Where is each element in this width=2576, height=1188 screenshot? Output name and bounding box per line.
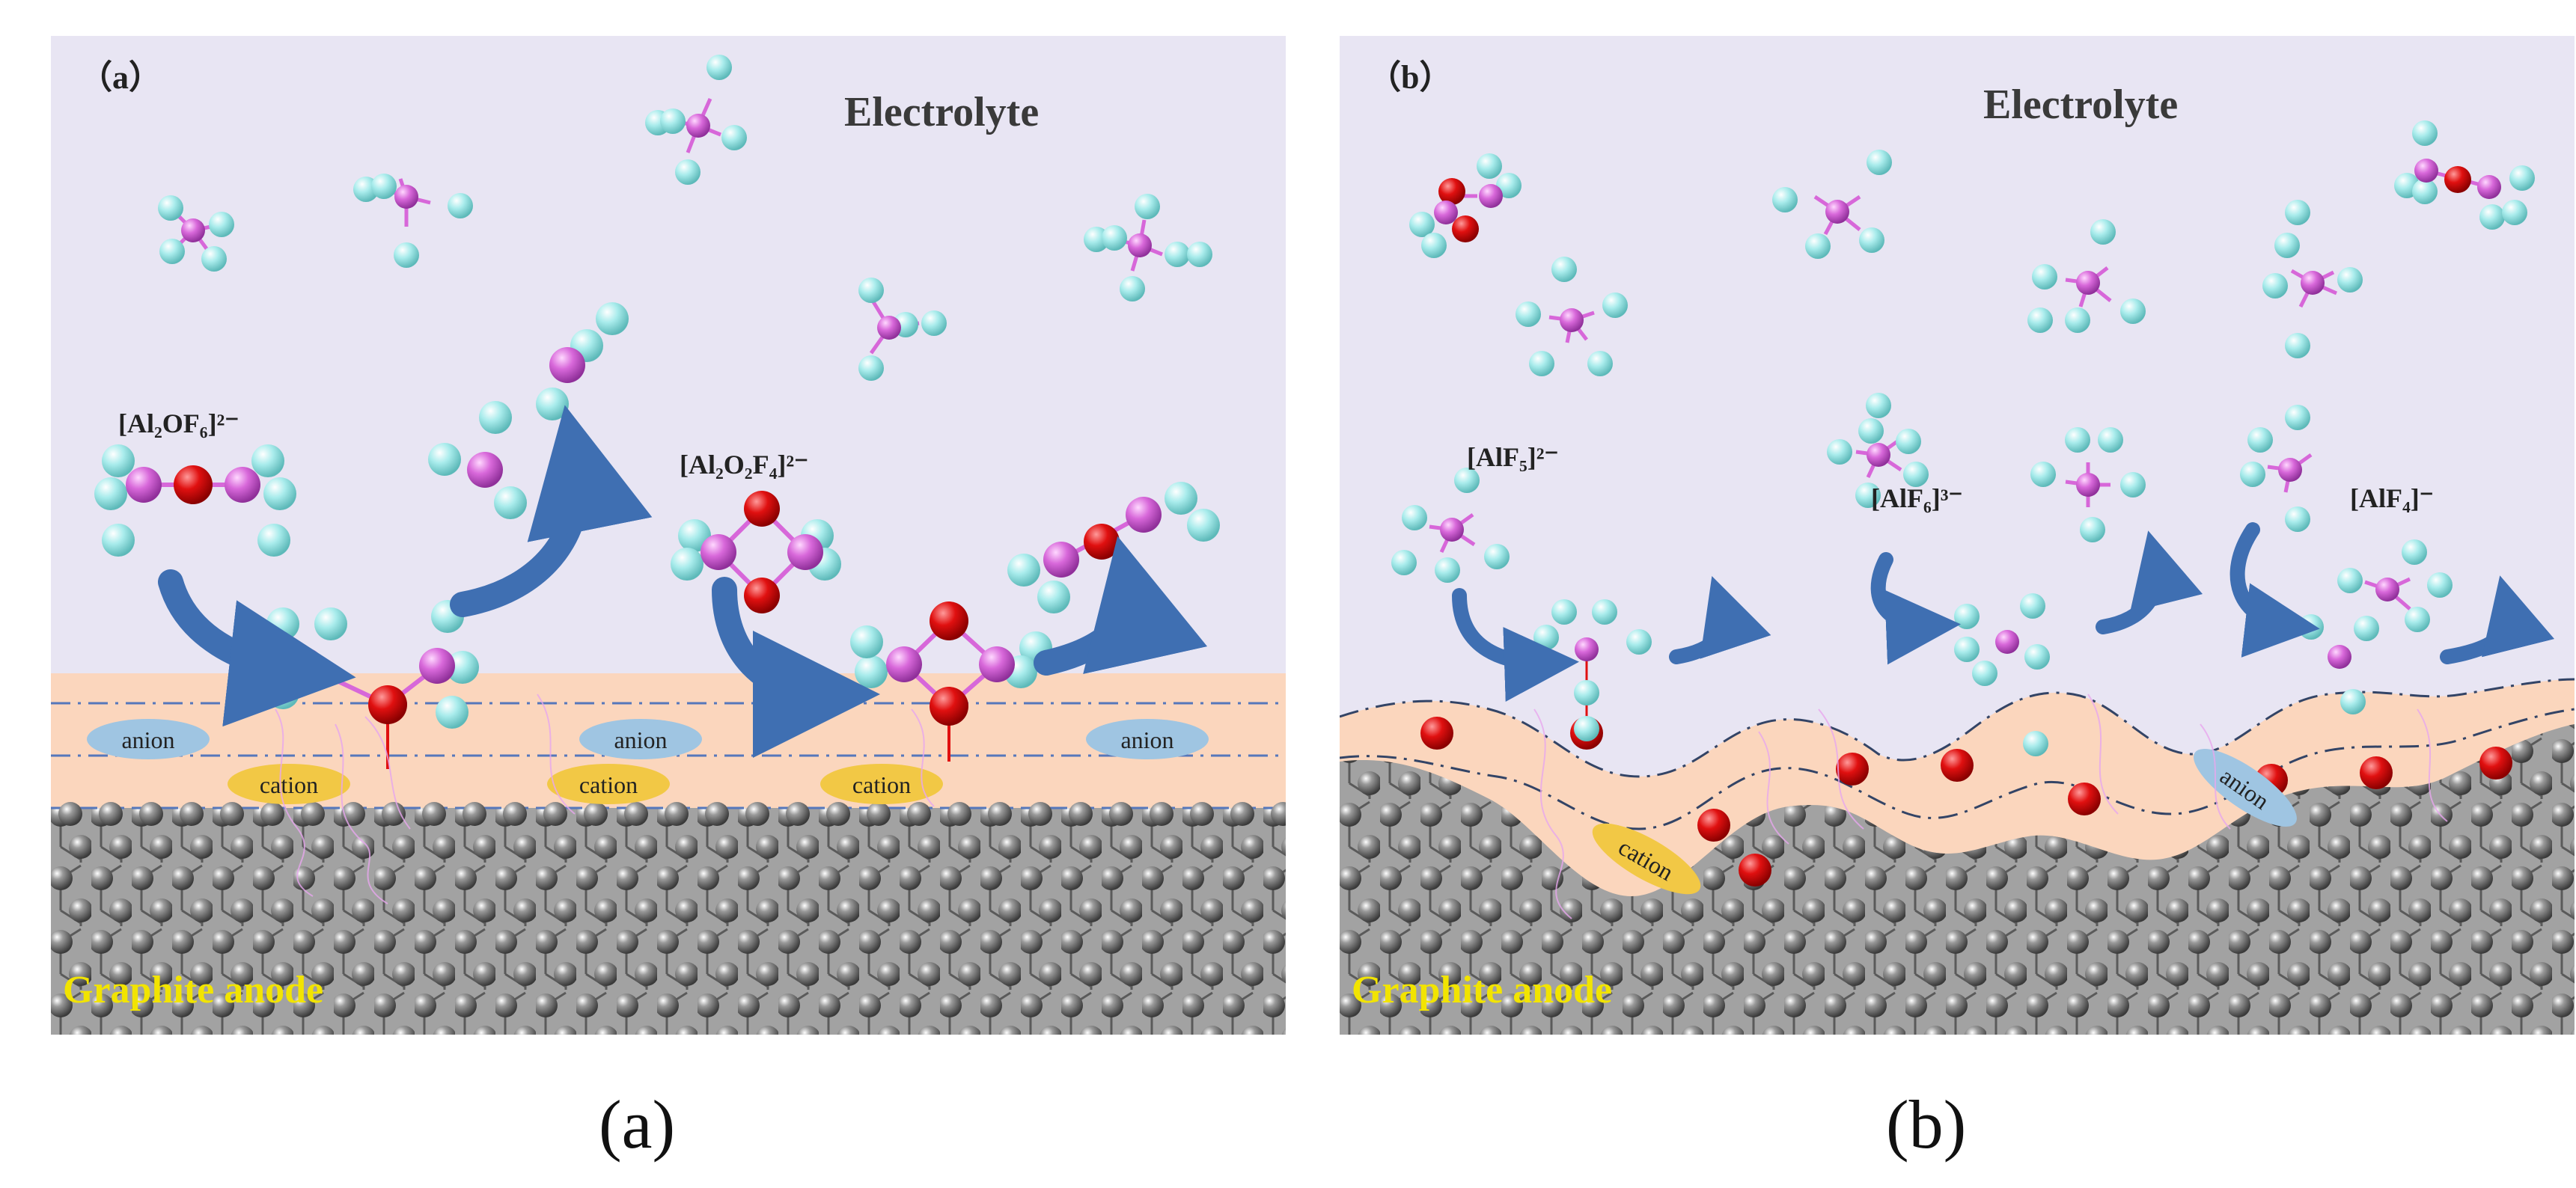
panel-tag: （b） (1368, 59, 1452, 96)
carbon-atom (1230, 802, 1254, 826)
graphite-anode-label: Graphite anode (63, 969, 323, 1011)
carbon-atom (139, 802, 163, 826)
desorption-arrow (2096, 530, 2203, 634)
cation-ellipse: cation (820, 764, 943, 804)
carbon-atom (220, 802, 244, 826)
complex-label-alf4: [AlF₄]⁻ (2350, 483, 2434, 513)
adsorption-arrow (2229, 522, 2320, 658)
carbon-atom (382, 802, 406, 826)
panel-b-diagram: anion cation (1340, 36, 2575, 1035)
alf4-molecule (2337, 539, 2453, 632)
anion-ellipse: anion (1086, 719, 1209, 759)
svg-text:cation: cation (260, 771, 318, 798)
carbon-atom (180, 802, 204, 826)
alf4-molecule (1516, 257, 1628, 376)
carbon-atom (99, 802, 123, 826)
carbon-surface-row (58, 802, 1286, 826)
electron-trails (275, 693, 935, 904)
panel-a-diagram: anion anion anion cation cation cation (51, 36, 1286, 1035)
cation-ellipse: cation (547, 764, 670, 804)
alf5-molecule (1391, 468, 1510, 583)
alf6-molecule (1827, 393, 1929, 508)
desorption-arrow (1669, 576, 1771, 664)
desorption-arrow (2440, 575, 2555, 664)
panel-a: anion anion anion cation cation cation (51, 36, 1286, 1035)
complex-label-al2of6: [Al₂OF₆]²⁻ (118, 408, 239, 438)
carbon-atom (947, 802, 971, 826)
electron-trails (1533, 693, 2448, 919)
svg-text:cation: cation (579, 771, 638, 798)
carbon-atom (260, 802, 284, 826)
electrolyte-label: Electrolyte (844, 89, 1039, 135)
svg-text:anion: anion (1120, 726, 1173, 753)
complex-label-alf6: [AlF₆]³⁻ (1871, 483, 1963, 513)
caption-b: (b) (1886, 1086, 1967, 1163)
al2of6-molecule (94, 444, 296, 557)
carbon-atom (907, 802, 931, 826)
svg-text:anion: anion (121, 726, 174, 753)
carbon-atom (745, 802, 769, 826)
carbon-atom (1271, 802, 1286, 826)
svg-text:cation: cation (852, 771, 911, 798)
carbon-atom (341, 802, 365, 826)
alf4-molecule (2240, 405, 2313, 532)
adsorption-arrow (1452, 588, 1579, 702)
carbon-atom (58, 802, 82, 826)
panel-tag: （a） (79, 59, 162, 96)
electrolyte-label: Electrolyte (1983, 82, 2178, 128)
alf4-molecule (2027, 219, 2146, 333)
dashed-boundary-upper (1340, 678, 2575, 778)
carbon-atom (1028, 802, 1052, 826)
carbon-atom (786, 802, 810, 826)
carbon-atom (463, 802, 486, 826)
caption-a: (a) (599, 1086, 676, 1163)
carbon-atom (584, 802, 608, 826)
carbon-atom (301, 802, 325, 826)
svg-text:anion: anion (614, 726, 667, 753)
carbon-atom (624, 802, 648, 826)
adsorption-arrow (712, 577, 880, 758)
carbon-atom (422, 802, 446, 826)
carbon-atom (988, 802, 1012, 826)
alf4-molecule (1084, 194, 1212, 301)
al2of4-molecule (1007, 482, 1220, 613)
alf4-molecule (158, 195, 234, 272)
al2o2f4-molecule (671, 491, 841, 613)
alf4-molecule (2262, 200, 2363, 358)
carbon-atom (1069, 802, 1093, 826)
alf4-molecule (2030, 427, 2146, 542)
carbon-atom (867, 802, 891, 826)
alf4-molecule (353, 174, 473, 268)
anion-ellipse: anion (579, 719, 702, 759)
adsorption-arrow (1870, 552, 1961, 665)
desorption-arrow (450, 405, 653, 617)
carbon-atom (826, 802, 850, 826)
carbon-atom (543, 802, 567, 826)
alf4-molecule (645, 55, 747, 185)
adsorption-arrow (158, 569, 356, 727)
complex-label-alf5: [AlF₅]²⁻ (1467, 442, 1559, 472)
graphite-anode-label: Graphite anode (1352, 969, 1612, 1011)
carbon-atom (705, 802, 729, 826)
desorption-arrow (1034, 536, 1208, 676)
alf4-molecule (1772, 150, 1892, 259)
cation-ellipse: cation (228, 764, 350, 804)
carbon-atom (1190, 802, 1214, 826)
carbon-atom (503, 802, 527, 826)
carbon-atom (1150, 802, 1173, 826)
carbon-atom (1109, 802, 1133, 826)
alf4-molecule (2394, 120, 2535, 230)
alf3-molecule (428, 401, 527, 519)
carbon-atom (665, 802, 689, 826)
graphite-lattice (51, 808, 1286, 1035)
alf4-molecule (1409, 153, 1522, 258)
anion-ellipse: anion (87, 719, 210, 759)
dashed-boundary-lower (1340, 708, 2575, 830)
panel-b: anion cation (1340, 36, 2575, 1035)
alf4-molecule (858, 278, 947, 381)
complex-label-al2o2f4: [Al₂O₂F₄]²⁻ (680, 450, 808, 480)
